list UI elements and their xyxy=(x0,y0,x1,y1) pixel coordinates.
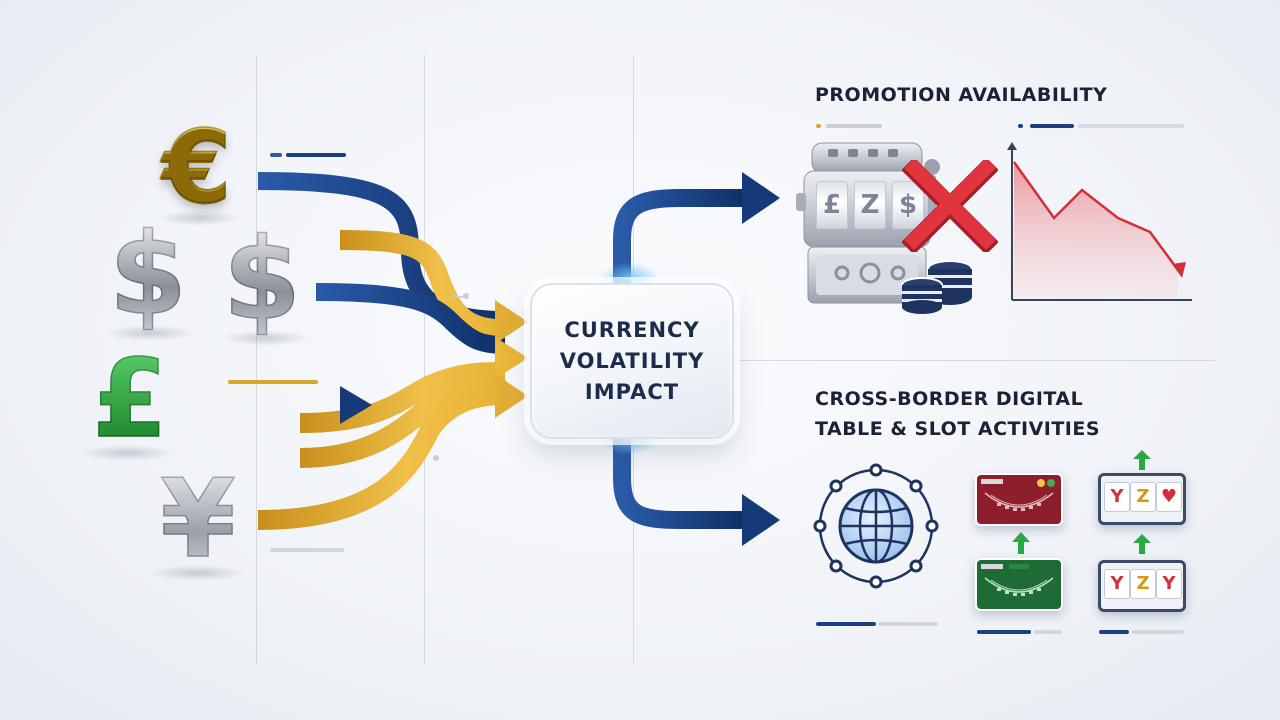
flow-navy-out-top xyxy=(613,189,745,290)
hub-label-line: IMPACT xyxy=(584,379,680,404)
slot-reels-icon: Y Z Y xyxy=(1098,560,1186,612)
arrowhead-navy xyxy=(742,494,780,546)
casino-chips-icon xyxy=(901,260,973,314)
dollar-icon: $ xyxy=(98,214,198,336)
slot-reel-symbol: Y xyxy=(1156,569,1182,599)
divider-line xyxy=(740,360,1215,361)
slot-reel-symbol: Y xyxy=(1104,482,1130,512)
slot-reel-symbol: Z xyxy=(854,181,886,229)
currency-volatility-hub: CURRENCY VOLATILITY IMPACT xyxy=(530,283,734,439)
flow-gold-1 xyxy=(339,230,506,340)
flow-navy-2 xyxy=(315,283,506,354)
accent-bar xyxy=(228,380,318,384)
up-arrow-icon xyxy=(1133,534,1151,554)
flow-navy-out-bottom xyxy=(613,432,745,529)
globe-network-icon xyxy=(813,463,939,589)
roulette-table-icon xyxy=(975,473,1063,526)
up-arrow-icon xyxy=(1133,450,1151,470)
slot-reel-symbol: $ xyxy=(892,181,924,229)
arrowhead-navy xyxy=(742,172,780,224)
decline-chart-icon xyxy=(1007,142,1192,301)
crossborder-title: CROSS-BORDER DIGITAL TABLE & SLOT ACTIVI… xyxy=(815,384,1100,444)
euro-icon: € xyxy=(152,111,242,223)
slot-reel-symbol: £ xyxy=(816,181,848,229)
arrowhead-gold xyxy=(495,300,528,344)
arrowhead-gold xyxy=(495,337,528,379)
hub-label-line: CURRENCY xyxy=(564,317,700,342)
hub-label-line: VOLATILITY xyxy=(559,348,705,373)
cross-mark-icon xyxy=(902,160,998,252)
slot-reel-symbol: Z xyxy=(1130,482,1156,512)
arrowhead-navy xyxy=(340,386,372,424)
crossborder-title-line: TABLE & SLOT ACTIVITIES xyxy=(815,418,1101,440)
slot-reel-symbol: Y xyxy=(1104,569,1130,599)
slot-reels-icon: Y Z ♥ xyxy=(1098,473,1186,525)
arrowhead-gold xyxy=(495,374,528,418)
roulette-table-icon xyxy=(975,558,1063,611)
yen-icon: ¥ xyxy=(148,459,248,581)
slot-reels: £ Z $ xyxy=(816,175,928,235)
crossborder-title-line: CROSS-BORDER DIGITAL xyxy=(815,388,1084,410)
promotion-availability-title: PROMOTION AVAILABILITY xyxy=(815,84,1108,106)
flow-gold-3 xyxy=(299,362,506,433)
accent-bar xyxy=(270,548,344,552)
slot-reel-symbol: Z xyxy=(1130,569,1156,599)
accent-bar xyxy=(286,153,346,157)
accent-dot xyxy=(270,153,282,157)
flow-gold-5 xyxy=(257,385,506,530)
slot-reel-symbol: ♥ xyxy=(1156,482,1182,512)
pound-icon: £ xyxy=(80,339,180,461)
up-arrow-icon xyxy=(1012,532,1030,554)
divider-line xyxy=(256,55,257,665)
dollar-icon: $ xyxy=(212,219,312,341)
